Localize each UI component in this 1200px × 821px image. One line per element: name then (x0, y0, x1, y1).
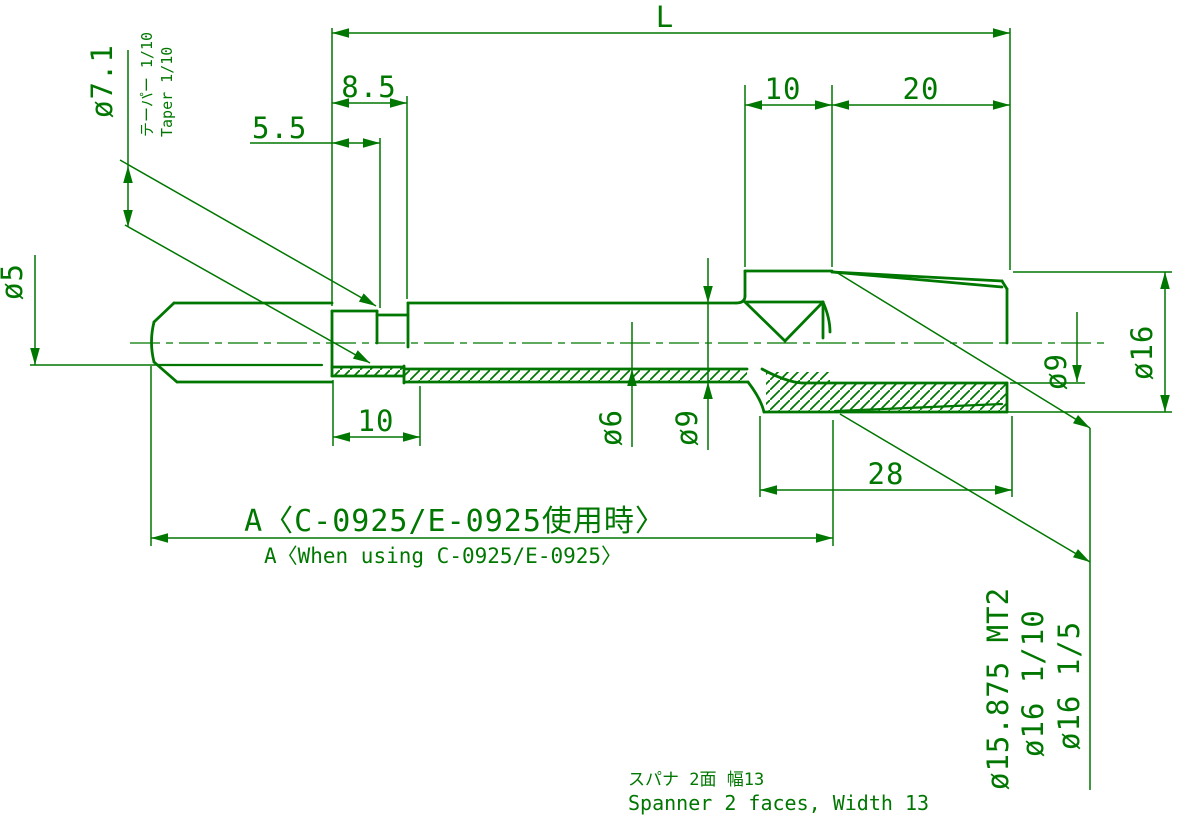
label-dia6: ø6 (594, 409, 628, 446)
dim-8-5: 8.5 (341, 70, 396, 104)
dim-10-bottom: 10 (358, 404, 395, 438)
label-shank-taper15: ø16 1/5 (1052, 621, 1086, 750)
label-shank-mt2: ø15.875 MT2 (981, 587, 1015, 790)
arrowhead (627, 369, 637, 386)
arrowhead (995, 485, 1012, 495)
dimension-lines (34, 32, 1166, 790)
label-shank-taper110: ø16 1/10 (1016, 609, 1050, 757)
arrowhead (352, 350, 370, 363)
dim-L: L (656, 0, 674, 34)
arrowhead (993, 100, 1010, 110)
note-spanner-jp: スパナ 2面 幅13 (628, 770, 764, 790)
notes: A〈C-0925/E-0925使用時〉 A〈When using C-0925/… (244, 504, 929, 815)
dim-10-top: 10 (765, 72, 802, 106)
note-spanner-en: Spanner 2 faces, Width 13 (628, 791, 929, 815)
dimension-texts: L 8.5 5.5 10 20 10 28 ø7.1 テーパー 1/10 Tap… (0, 0, 1159, 790)
arrowhead (332, 98, 349, 108)
arrowhead (1072, 415, 1090, 428)
arrowhead (30, 348, 40, 365)
arrowhead (760, 485, 777, 495)
dim-28: 28 (868, 457, 905, 491)
arrowhead (1072, 365, 1082, 382)
arrowhead (151, 533, 168, 543)
label-dia7-1: ø7.1 (85, 44, 119, 118)
arrowhead (1160, 272, 1170, 289)
label-dia16: ø16 (1125, 325, 1159, 380)
arrowhead (816, 533, 833, 543)
arrowhead (1160, 395, 1170, 412)
arrowhead (358, 293, 376, 306)
arrowhead (703, 382, 713, 399)
arrowhead (123, 166, 133, 183)
arrowhead (332, 138, 349, 148)
label-dia5: ø5 (0, 263, 29, 300)
arrowhead (332, 28, 349, 38)
dim-20: 20 (903, 72, 940, 106)
note-a-en: A〈When using C-0925/E-0925〉 (264, 544, 622, 568)
arrowhead (390, 98, 407, 108)
arrowhead (993, 28, 1010, 38)
arrowhead (123, 210, 133, 227)
arrowhead (1072, 549, 1090, 562)
arrowhead (703, 286, 713, 303)
label-taper-jp: テーパー 1/10 (138, 32, 156, 137)
arrowhead (745, 100, 762, 110)
arrowhead (333, 432, 350, 442)
arrowhead (832, 100, 849, 110)
arrowhead (815, 100, 832, 110)
note-a-jp: A〈C-0925/E-0925使用時〉 (244, 504, 666, 539)
arrowheads (30, 28, 1170, 562)
section-hatch (333, 367, 1007, 412)
arrowhead (403, 432, 420, 442)
extension-lines (30, 28, 1172, 546)
dim-5-5: 5.5 (252, 111, 307, 145)
arrowhead (363, 138, 380, 148)
label-dia9-right: ø9 (1039, 353, 1073, 390)
label-taper-en: Taper 1/10 (158, 47, 176, 137)
label-dia9-mid: ø9 (670, 409, 704, 446)
